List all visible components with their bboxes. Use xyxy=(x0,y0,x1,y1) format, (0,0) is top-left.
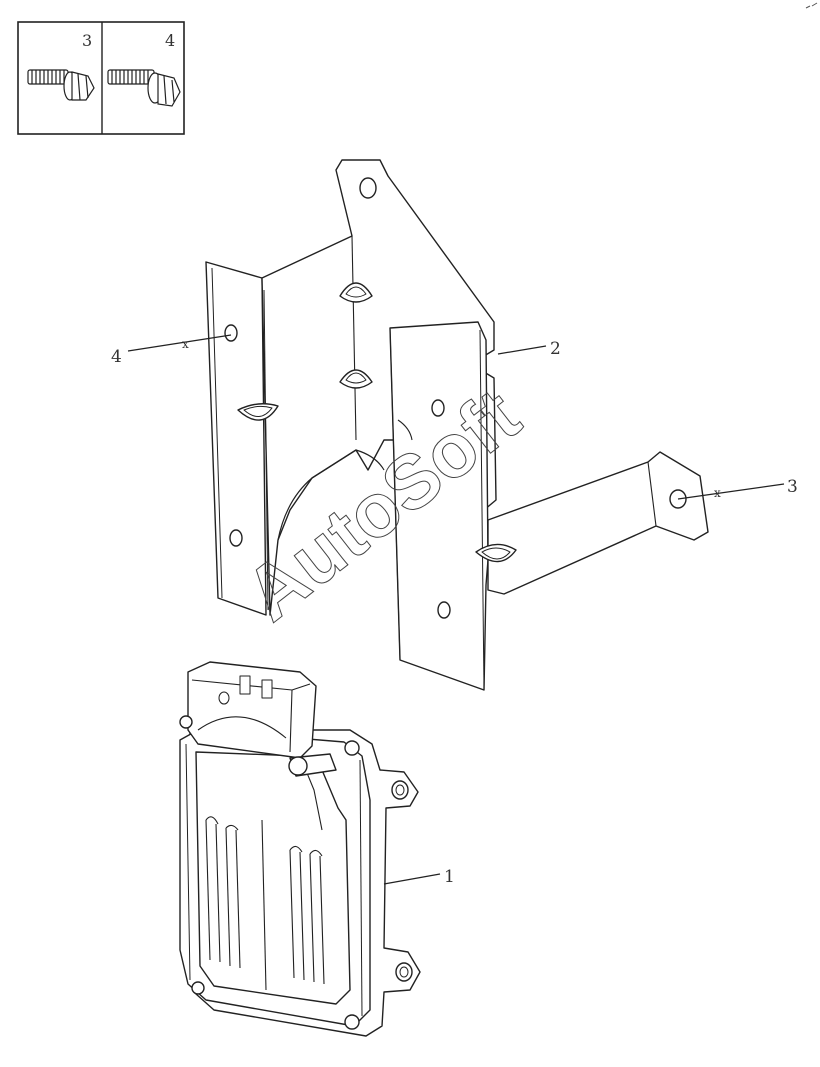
corner-mark xyxy=(805,2,818,9)
callout-bracket: 2 xyxy=(497,339,561,359)
callout-number-3: 3 xyxy=(787,477,798,497)
ecu-corner-screw xyxy=(344,740,360,756)
bracket-front-plate xyxy=(389,321,489,691)
bracket-hole-front-upper xyxy=(431,399,445,417)
mounting-bracket xyxy=(205,159,709,691)
control-unit xyxy=(179,661,421,1037)
legend-number-4: 4 xyxy=(165,31,175,50)
legend-number-3: 3 xyxy=(82,31,92,50)
short-flange-bolt-icon xyxy=(27,69,95,101)
callout-number-4: 4 xyxy=(111,347,122,367)
bracket-side-arm xyxy=(487,451,709,595)
svg-text:x: x xyxy=(182,337,189,351)
callout-bolt-left: x 4 xyxy=(111,334,232,367)
bracket-hole-front-lower xyxy=(437,601,451,619)
fastener-legend: 3 4 xyxy=(17,21,185,135)
ecu-cooling-ribs-right xyxy=(289,845,325,985)
bracket-tab-hole xyxy=(359,177,377,199)
callout-ecu: 1 xyxy=(383,867,455,887)
ecu-cover-panel xyxy=(195,751,351,1005)
ecu-cooling-ribs-left xyxy=(205,816,241,969)
ecu-corner-screw xyxy=(191,981,205,995)
svg-text:x: x xyxy=(714,486,721,500)
callout-number-1: 1 xyxy=(444,867,455,887)
callout-bolt-right: x 3 xyxy=(677,477,798,500)
callout-number-2: 2 xyxy=(550,339,561,359)
ecu-corner-screw xyxy=(179,715,193,729)
bracket-hole-left-lower xyxy=(229,529,243,547)
long-flange-bolt-icon xyxy=(107,69,181,107)
ecu-corner-screw xyxy=(344,1014,360,1030)
bracket-left-flange xyxy=(205,261,267,616)
bracket-hole-left-upper xyxy=(224,324,238,342)
ecu-connector-block xyxy=(187,661,317,759)
